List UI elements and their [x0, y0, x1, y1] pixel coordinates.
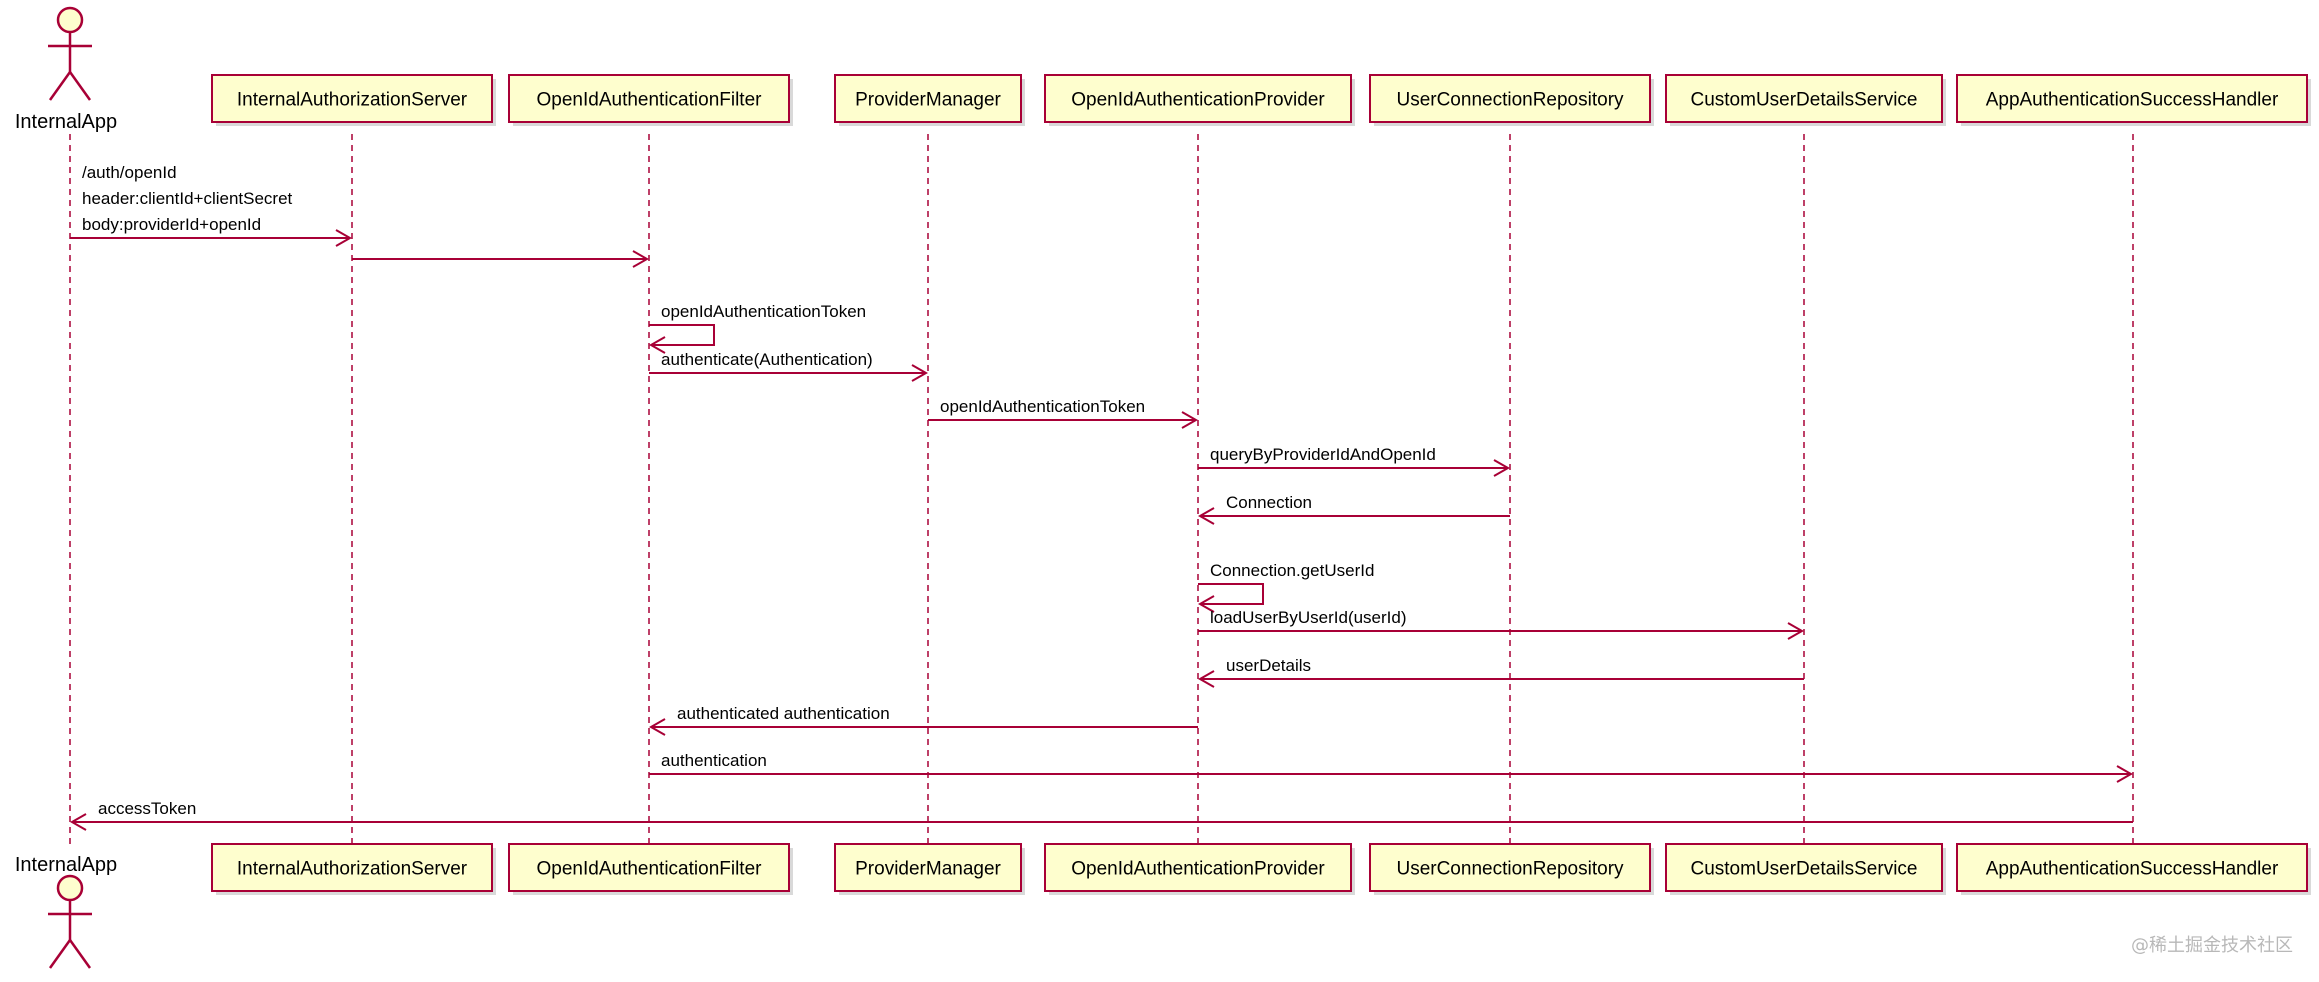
participant-label: OpenIdAuthenticationFilter [537, 90, 763, 111]
participant-open-id-authentication-provider: OpenIdAuthenticationProvider [1044, 74, 1355, 126]
participant-provider-manager: ProviderManager [834, 74, 1025, 126]
message-label: loadUserByUserId(userId) [1210, 608, 1407, 627]
actor-icon [48, 6, 92, 101]
actor-label: InternalApp [15, 111, 117, 133]
message: openIdAuthenticationToken [648, 302, 866, 354]
message [352, 250, 650, 268]
message-label: queryByProviderIdAndOpenId [1210, 445, 1436, 464]
participant-label: UserConnectionRepository [1396, 859, 1624, 880]
message: userDetails [1197, 656, 1804, 688]
message: authenticated authentication [648, 704, 1198, 736]
message-label: body:providerId+openId [82, 215, 261, 234]
message-label: authentication [661, 751, 767, 770]
participant-app-authentication-success-handler: AppAuthenticationSuccessHandler [1956, 74, 2311, 126]
self-arrow [1198, 583, 1264, 605]
message-label: openIdAuthenticationToken [940, 397, 1145, 416]
message: queryByProviderIdAndOpenId [1198, 445, 1511, 477]
participant-label: ProviderManager [855, 90, 1001, 111]
message: Connection [1197, 493, 1510, 525]
watermark-text: @稀土掘金技术社区 [2131, 935, 2293, 956]
participant-label: ProviderManager [855, 859, 1001, 880]
actor-icon [48, 874, 92, 969]
message: authenticate(Authentication) [649, 350, 929, 382]
participant-label: CustomUserDetailsService [1690, 859, 1917, 880]
message-label: accessToken [98, 799, 196, 818]
message-label: /auth/openId [82, 163, 177, 182]
participant-label: AppAuthenticationSuccessHandler [1986, 859, 2279, 880]
lifelines [69, 134, 2134, 846]
participant-custom-user-details-service: CustomUserDetailsService [1665, 74, 1946, 126]
participant-label: AppAuthenticationSuccessHandler [1986, 90, 2279, 111]
participant-user-connection-repository: UserConnectionRepository [1369, 74, 1654, 126]
participant-app-authentication-success-handler: AppAuthenticationSuccessHandler [1956, 843, 2311, 895]
messages: /auth/openId header:clientId+clientSecre… [69, 163, 2134, 831]
message-label: userDetails [1226, 656, 1311, 675]
participant-internal-authorization-server: InternalAuthorizationServer [211, 843, 496, 895]
participant-open-id-authentication-filter: OpenIdAuthenticationFilter [508, 843, 793, 895]
participant-label: CustomUserDetailsService [1690, 90, 1917, 111]
message: Connection.getUserId [1197, 561, 1374, 613]
participant-label: InternalAuthorizationServer [237, 90, 468, 111]
actor-label: InternalApp [15, 854, 117, 876]
message-label: authenticate(Authentication) [661, 350, 873, 369]
participant-label: InternalAuthorizationServer [237, 859, 468, 880]
participant-internal-authorization-server: InternalAuthorizationServer [211, 74, 496, 126]
participant-custom-user-details-service: CustomUserDetailsService [1665, 843, 1946, 895]
participant-user-connection-repository: UserConnectionRepository [1369, 843, 1654, 895]
participant-label: UserConnectionRepository [1396, 90, 1624, 111]
message: loadUserByUserId(userId) [1198, 608, 1805, 640]
participant-open-id-authentication-filter: OpenIdAuthenticationFilter [508, 74, 793, 126]
participant-label: OpenIdAuthenticationProvider [1071, 90, 1325, 111]
message: /auth/openId header:clientId+clientSecre… [70, 163, 353, 247]
message-label: header:clientId+clientSecret [82, 189, 293, 208]
participant-provider-manager: ProviderManager [834, 843, 1025, 895]
participants-bottom: InternalApp InternalAuthorizationServer Op… [15, 843, 2311, 969]
message-label: Connection.getUserId [1210, 561, 1374, 580]
participants-top: InternalApp InternalAuthorizationServer Op… [15, 6, 2311, 133]
participant-open-id-authentication-provider: OpenIdAuthenticationProvider [1044, 843, 1355, 895]
participant-label: OpenIdAuthenticationProvider [1071, 859, 1325, 880]
participant-label: OpenIdAuthenticationFilter [537, 859, 763, 880]
message-label: openIdAuthenticationToken [661, 302, 866, 321]
message-label: authenticated authentication [677, 704, 890, 723]
message: openIdAuthenticationToken [928, 397, 1199, 429]
message-label: Connection [1226, 493, 1312, 512]
self-arrow [649, 324, 715, 346]
message: authentication [649, 751, 2134, 783]
message: accessToken [69, 799, 2133, 831]
